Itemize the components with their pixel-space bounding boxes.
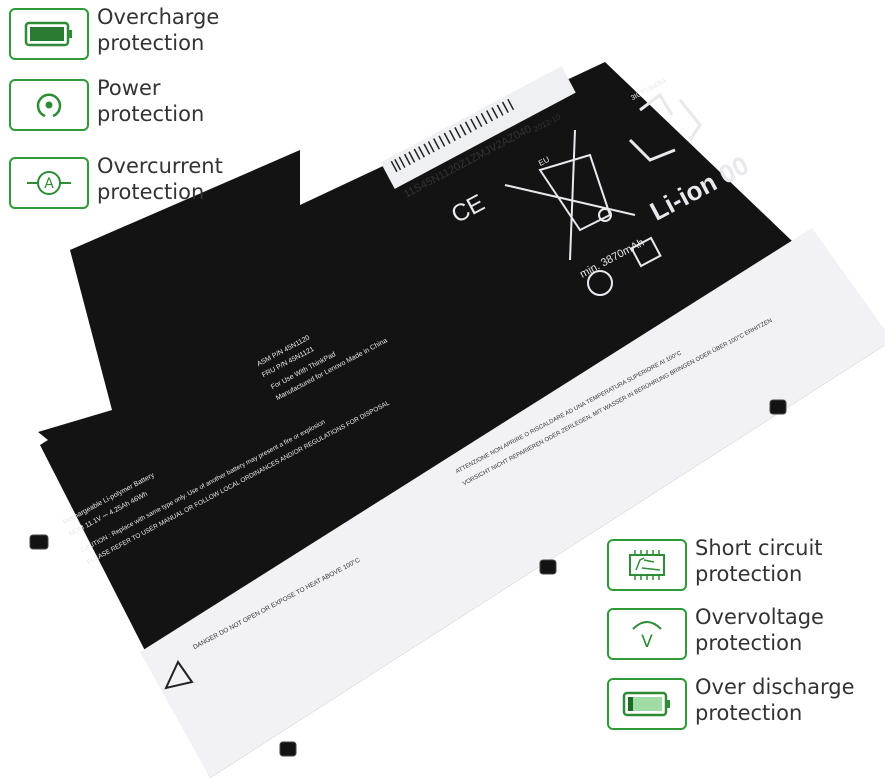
- warning-label-strip: [140, 228, 885, 778]
- circuit-board-icon: [607, 539, 687, 591]
- feature-title: Overcharge: [97, 5, 220, 29]
- feature-subtitle: protection: [97, 102, 205, 126]
- feature-subtitle: protection: [97, 180, 205, 204]
- recycling-5-icon: [587, 270, 613, 296]
- feature-title: Overvoltage: [695, 605, 824, 629]
- battery-full-icon: [9, 8, 89, 60]
- warning-triangle-icon: [164, 660, 194, 690]
- china-rohs-icon: [630, 236, 662, 268]
- svg-text:A: A: [44, 176, 54, 192]
- feature-title: Overcurrent: [97, 154, 223, 178]
- weee-bin-icon: [504, 129, 636, 261]
- ammeter-icon: A: [9, 157, 89, 209]
- feature-title: Short circuit: [695, 536, 823, 560]
- svg-text:V: V: [641, 632, 653, 651]
- battery-low-icon: [607, 678, 687, 730]
- feature-title: Power: [97, 76, 161, 100]
- power-icon: [9, 79, 89, 131]
- feature-subtitle: protection: [695, 562, 803, 586]
- voltage-icon: V: [607, 608, 687, 660]
- recycle-icon: [628, 92, 702, 162]
- feature-subtitle: protection: [695, 631, 803, 655]
- feature-subtitle: protection: [695, 701, 803, 725]
- feature-title: Over discharge: [695, 675, 855, 699]
- feature-subtitle: protection: [97, 31, 205, 55]
